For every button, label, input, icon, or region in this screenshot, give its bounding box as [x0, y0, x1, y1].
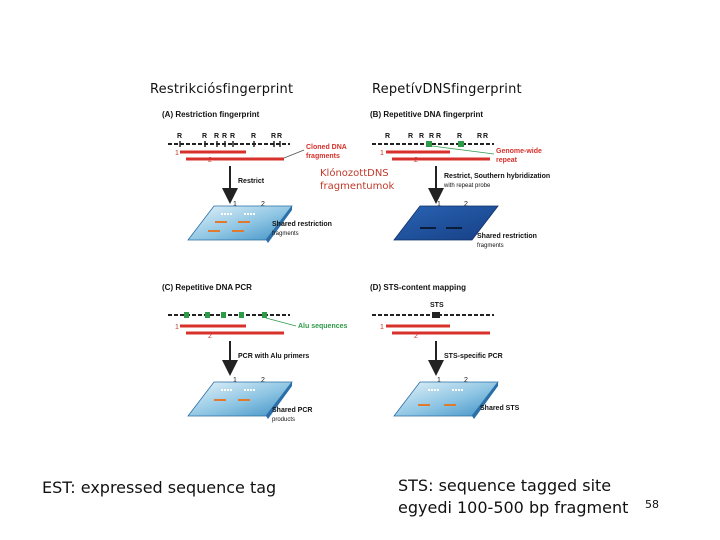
panel-a-gel-lane-1: 1 [233, 201, 237, 208]
panel-a: (A) Restriction fingerprint R R R R R R … [162, 110, 347, 243]
panel-b-gel [393, 205, 499, 241]
panel-a-site-7: R [271, 133, 276, 140]
panel-a-site-1: R [177, 133, 182, 140]
panel-b-site-1: R [385, 133, 390, 140]
panel-c-alu-marks [184, 312, 267, 318]
panel-a-site-3: R [214, 133, 219, 140]
panel-d-fragment-2-label: 2 [414, 333, 418, 340]
panel-a-callout-2: fragments [306, 153, 340, 160]
panel-b-gel-lane-2: 2 [464, 201, 468, 208]
panel-d-fragment-1-label: 1 [380, 324, 384, 331]
red-note-line-2: fragmentumok [320, 181, 395, 192]
panel-a-callout-1: Cloned DNA [306, 144, 347, 151]
panel-b-step-1: Restrict, Southern hybridization [444, 173, 550, 180]
panel-a-callout-line [283, 149, 305, 159]
panel-b-site-2: R [408, 133, 413, 140]
panel-b-gel-label-2: fragments [477, 243, 504, 249]
panel-b-site-labels: R R R R R R R R [385, 133, 488, 140]
panel-b-callout-line [431, 145, 495, 155]
panel-b-repeat-marks [426, 141, 464, 147]
red-note-line-1: KlónozottDNS [320, 168, 389, 179]
panel-d-gel-lane-1: 1 [437, 377, 441, 384]
panel-c-callout-line [265, 317, 297, 327]
panel-c-gel-label-2: products [272, 417, 295, 423]
slide-title-left: Restrikciósfingerprint [150, 82, 294, 97]
panel-a-gel-label-2: fragments [272, 231, 299, 237]
panel-d-gel-bands [418, 389, 464, 406]
panel-d-sts-mark [432, 312, 440, 318]
panel-b-site-5: R [436, 133, 441, 140]
panel-b-title: (B) Repetitive DNA fingerprint [370, 110, 483, 119]
panel-b-site-6: R [457, 133, 462, 140]
panel-b-site-3: R [419, 133, 424, 140]
panel-b-callout-2: repeat [496, 157, 518, 164]
panel-b-fragment-1-label: 1 [380, 150, 384, 157]
panel-c-gel-lane-1: 1 [233, 377, 237, 384]
panel-a-gel-lane-2: 2 [261, 201, 265, 208]
panel-c-gel-bands [214, 389, 256, 401]
panel-c-fragment-2-label: 2 [208, 333, 212, 340]
sts-caption-line-2: egyedi 100-500 bp fragment [398, 498, 629, 517]
panel-a-site-6: R [251, 133, 256, 140]
panel-a-gel-label-1: Shared restriction [272, 221, 332, 228]
panel-c: (C) Repetitive DNA PCR 1 2 Alu sequences… [162, 283, 348, 423]
panel-c-step: PCR with Alu primers [238, 353, 309, 360]
panel-b-gel-lane-1: 1 [437, 201, 441, 208]
panel-a-fragment-1-label: 1 [175, 150, 179, 157]
panel-d-gel-lane-2: 2 [464, 377, 468, 384]
panel-d-step: STS-specific PCR [444, 353, 503, 360]
panel-b-step-2: with repeat probe [443, 183, 491, 189]
panel-c-gel-lane-2: 2 [261, 377, 265, 384]
panel-a-site-ticks [179, 141, 281, 147]
panel-d-title: (D) STS-content mapping [370, 283, 466, 292]
panel-d-sts-label: STS [430, 302, 444, 309]
panel-c-callout: Alu sequences [298, 323, 348, 330]
panel-b-callout-1: Genome-wide [496, 148, 542, 155]
panel-c-fragment-1-label: 1 [175, 324, 179, 331]
panel-a-site-4: R [222, 133, 227, 140]
panel-a-gel-bands [208, 213, 256, 232]
panel-a-step: Restrict [238, 178, 265, 185]
panel-b-site-4: R [429, 133, 434, 140]
panel-a-site-8: R [277, 133, 282, 140]
panel-b-site-8: R [483, 133, 488, 140]
slide-title-right: RepetívDNSfingerprint [372, 82, 522, 97]
panel-d: (D) STS-content mapping STS 1 2 STS-spec… [370, 283, 520, 419]
panel-a-title: (A) Restriction fingerprint [162, 110, 260, 119]
panel-a-site-2: R [202, 133, 207, 140]
panel-b: (B) Repetitive DNA fingerprint R R R R R… [370, 110, 550, 249]
panel-a-site-labels: R R R R R R R R [177, 133, 282, 140]
panel-c-title: (C) Repetitive DNA PCR [162, 283, 252, 292]
est-caption: EST: expressed sequence tag [42, 478, 277, 497]
panel-d-gel-label: Shared STS [480, 405, 520, 412]
panel-b-site-7: R [477, 133, 482, 140]
panel-a-site-5: R [230, 133, 235, 140]
panel-b-gel-label-1: Shared restriction [477, 233, 537, 240]
panel-c-gel-label-1: Shared PCR [272, 407, 312, 414]
page-number: 58 [645, 498, 659, 511]
sts-caption-line-1: STS: sequence tagged site [398, 476, 612, 495]
